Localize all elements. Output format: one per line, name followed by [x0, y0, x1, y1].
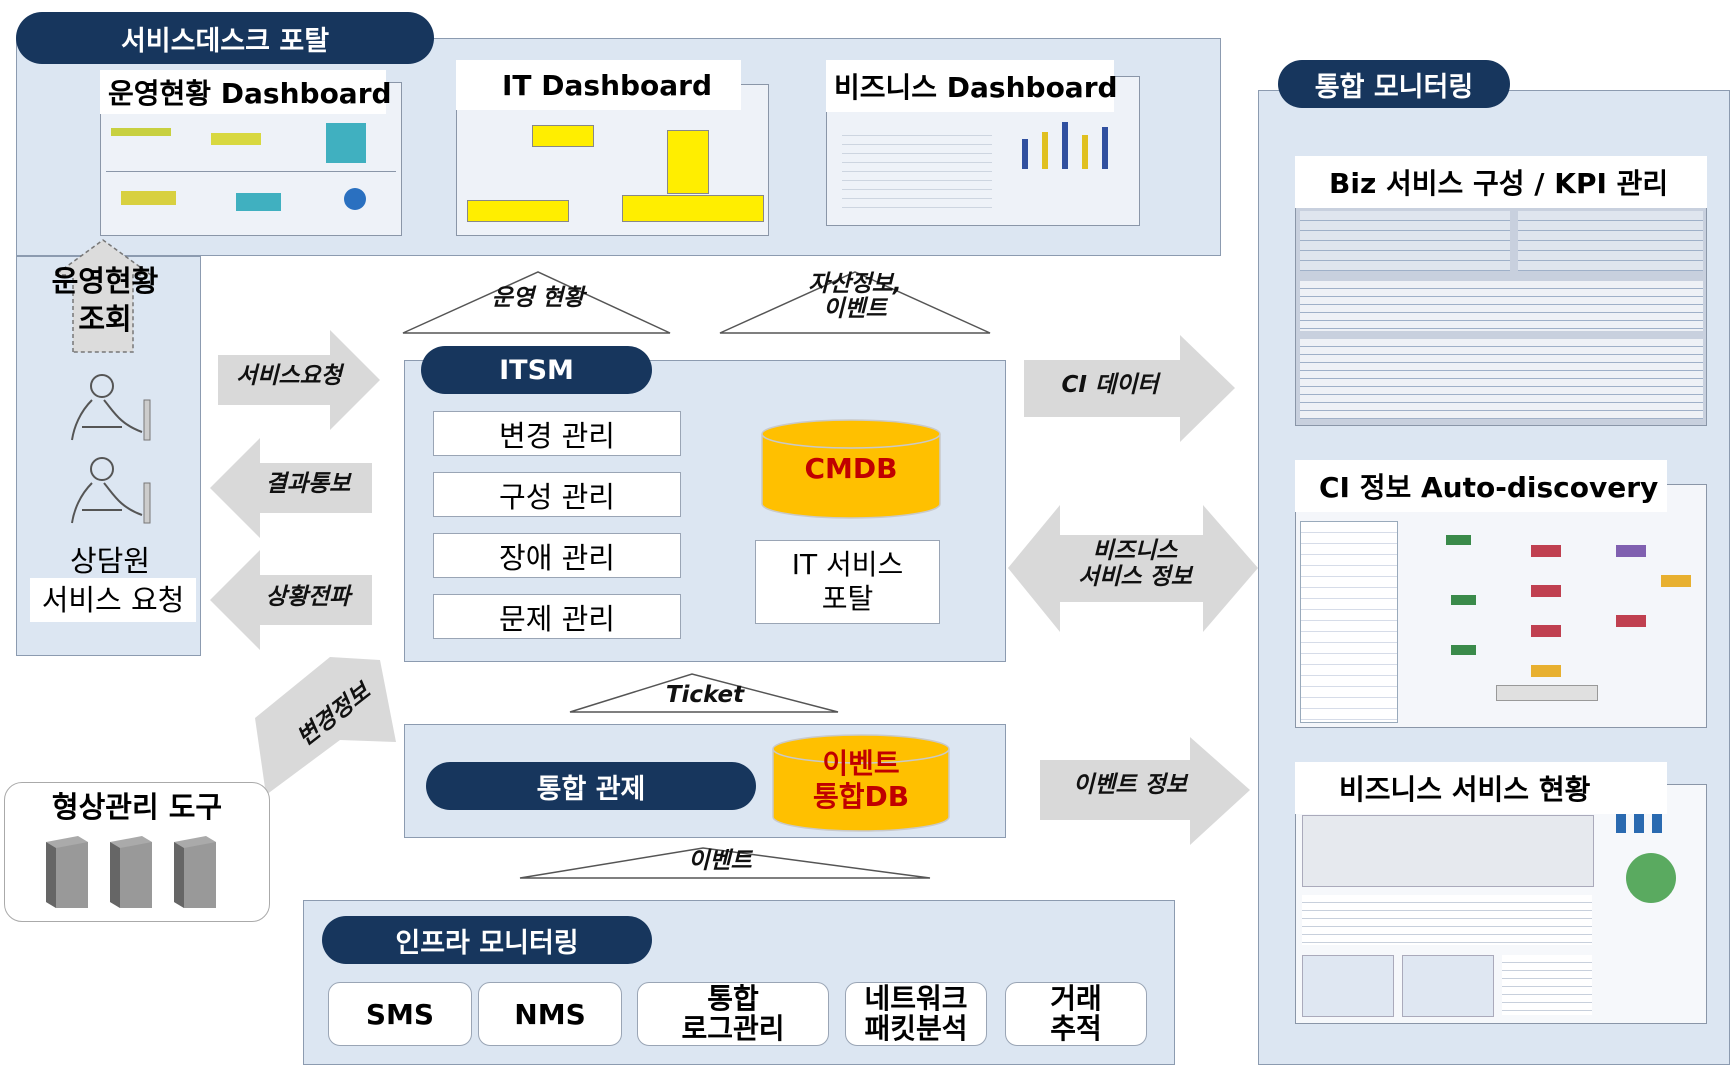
- triangle-ops-status: [402, 271, 671, 334]
- asset-event-line2: 이벤트: [823, 296, 887, 323]
- biz-status-screenshot: [1295, 784, 1707, 1024]
- it-service-portal-line1: IT 서비스: [791, 548, 904, 581]
- ops-view-line2: 조회: [78, 302, 132, 336]
- cmdb-cylinder: [761, 419, 941, 519]
- biz-dashboard-label: 비즈니스 Dashboard: [826, 60, 1118, 112]
- cmdb-label: CMDB: [804, 452, 898, 485]
- it-dashboard-label: IT Dashboard: [456, 60, 741, 110]
- triangle-asset-event: [719, 271, 991, 334]
- nms-box: NMS: [478, 982, 622, 1046]
- biz-service-info-line1: 비즈니스: [1092, 538, 1178, 564]
- event-db-cylinder: [772, 734, 950, 832]
- triangle-ticket: [569, 673, 839, 713]
- event-info-arrow-label: 이벤트 정보: [1073, 772, 1187, 798]
- arrow-result: [210, 438, 372, 538]
- itsm-title: ITSM: [421, 346, 652, 394]
- ops-view-label: 운영현황 조회: [30, 262, 180, 338]
- it-service-portal-line2: 포탈: [821, 582, 874, 615]
- event-db-label: 이벤트 통합DB: [771, 747, 951, 813]
- biz-service-info-arrow-label: 비즈니스 서비스 정보: [1060, 538, 1210, 591]
- server-icon: [46, 836, 88, 908]
- log-management-line1: 통합: [707, 982, 759, 1015]
- asset-event-line1: 자산정보,: [808, 271, 902, 297]
- ops-dashboard-label: 운영현황 Dashboard: [100, 70, 392, 114]
- change-management-box: 변경 관리: [433, 411, 681, 456]
- transaction-trace-box: 거래 추적: [1005, 982, 1147, 1046]
- ops-status-label: 운영 현황: [491, 285, 585, 311]
- sms-box: SMS: [328, 982, 472, 1046]
- kpi-screenshot: [1295, 198, 1707, 426]
- result-arrow-label: 결과통보: [265, 471, 351, 497]
- event-db-line2: 통합DB: [812, 780, 910, 813]
- service-request-arrow-label: 서비스요청: [236, 363, 342, 389]
- agent-label: 상담원: [69, 544, 151, 578]
- log-management-box: 통합 로그관리: [637, 982, 829, 1046]
- agent-icon-2: [71, 457, 151, 524]
- packet-analysis-line1: 네트워크: [864, 982, 968, 1015]
- event-db-line1: 이벤트: [822, 747, 900, 780]
- log-management-line2: 로그관리: [681, 1012, 785, 1045]
- propagation-arrow-label: 상황전파: [265, 584, 351, 610]
- incident-management-box: 장애 관리: [433, 533, 681, 578]
- transaction-trace-line1: 거래: [1050, 982, 1102, 1015]
- arrow-event-info: [1040, 737, 1250, 845]
- arrow-change-info: [255, 657, 396, 795]
- triangle-event: [519, 847, 931, 879]
- arrow-biz-service-info: [1008, 505, 1258, 632]
- arrow-up-ops-view: [52, 239, 154, 353]
- auto-discovery-screenshot: [1295, 484, 1707, 728]
- asset-event-label: 자산정보, 이벤트: [780, 271, 930, 323]
- portal-title: 서비스데스크 포탈: [16, 12, 434, 64]
- biz-status-label: 비즈니스 서비스 현황: [1295, 762, 1667, 814]
- packet-analysis-box: 네트워크 패킷분석: [845, 982, 987, 1046]
- biz-service-info-line2: 서비스 정보: [1078, 564, 1192, 591]
- config-tool-title: 형상관리 도구: [51, 790, 223, 824]
- problem-management-box: 문제 관리: [433, 594, 681, 639]
- auto-discovery-label: CI 정보 Auto-discovery: [1295, 460, 1667, 512]
- infra-monitoring-title: 인프라 모니터링: [322, 916, 652, 964]
- integrated-monitoring-title: 통합 모니터링: [1278, 60, 1510, 108]
- integrated-control-title: 통합 관제: [426, 762, 756, 810]
- ops-view-line1: 운영현황: [51, 264, 159, 298]
- config-management-box: 구성 관리: [433, 472, 681, 517]
- service-request-label: 서비스 요청: [30, 578, 196, 622]
- arrow-propagation: [210, 550, 372, 650]
- it-service-portal-box: IT 서비스 포탈: [755, 540, 940, 624]
- server-icons: [46, 836, 216, 908]
- arrow-ci-data: [1024, 335, 1235, 442]
- event-label: 이벤트: [688, 848, 752, 874]
- agent-icon-1: [71, 374, 151, 441]
- packet-analysis-line2: 패킷분석: [864, 1012, 968, 1045]
- arrow-service-request: [218, 330, 380, 430]
- kpi-label: Biz 서비스 구성 / KPI 관리: [1295, 156, 1707, 208]
- ticket-label: Ticket: [665, 682, 745, 708]
- ci-data-arrow-label: CI 데이터: [1061, 372, 1159, 398]
- transaction-trace-line2: 추적: [1050, 1012, 1102, 1045]
